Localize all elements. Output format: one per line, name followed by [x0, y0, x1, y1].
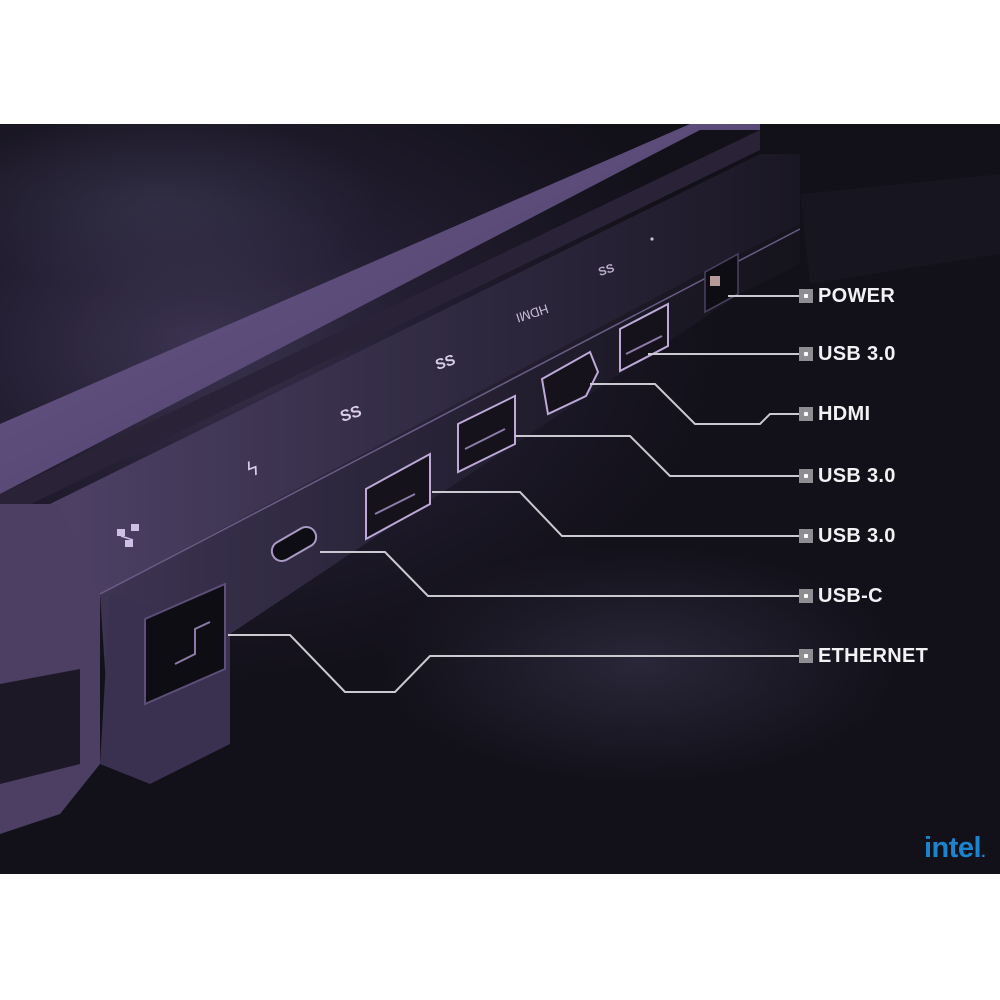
- callout-marker: [799, 649, 813, 663]
- callout-label-hdmi: HDMI: [818, 403, 871, 425]
- callout-label-ethernet: ETHERNET: [818, 645, 929, 667]
- callout-marker: [799, 289, 813, 303]
- ethernet-network-icon: [117, 524, 139, 547]
- product-photo: ϟ SS SS HDMI SS POWER USB 3.0 HDMI USB 3…: [0, 124, 1000, 874]
- callout-line-usb3-low: [432, 491, 800, 537]
- top-white-margin: [0, 0, 1000, 124]
- power-port: [704, 252, 739, 314]
- laptop-scene: ϟ SS SS HDMI SS: [0, 124, 1000, 834]
- usb-superspeed-icon: SS: [597, 261, 617, 279]
- callout-label-power: POWER: [818, 285, 896, 307]
- callout-lines: [228, 295, 800, 693]
- intel-logo: intel.: [924, 832, 986, 865]
- ethernet-port: [144, 582, 226, 706]
- status-led: [650, 237, 654, 241]
- smoke-haze: [0, 124, 380, 294]
- callout-label-usb-c: USB-C: [818, 585, 883, 607]
- usb-a-port-2: [457, 394, 516, 474]
- usb-superspeed-icon: SS: [338, 403, 364, 426]
- callout-line-hdmi: [590, 383, 800, 425]
- usb-a-port-3: [619, 302, 669, 373]
- callout-marker: [799, 407, 813, 421]
- rear-top-surface: [50, 154, 800, 594]
- edge-highlight: [99, 228, 801, 595]
- callout-label-usb3-1: USB 3.0: [818, 343, 896, 365]
- intel-logo-text: intel: [924, 832, 982, 864]
- intel-logo-dot: .: [981, 844, 986, 861]
- callout-line-ethernet: [228, 634, 800, 693]
- callout-line-usb3-mid: [515, 435, 800, 477]
- callout-marker: [799, 469, 813, 483]
- callout-label-usb3-3: USB 3.0: [818, 525, 896, 547]
- callout-label-usb3-2: USB 3.0: [818, 465, 896, 487]
- laptop-lid-underside: [0, 130, 760, 519]
- bottom-white-margin: [0, 874, 1000, 1000]
- usb-superspeed-icon: SS: [433, 351, 457, 373]
- left-exhaust-vent: [0, 669, 80, 784]
- callout-marker: [799, 529, 813, 543]
- callout-marker: [799, 589, 813, 603]
- usb-c-port: [270, 526, 318, 562]
- usb-a-port-1: [365, 452, 431, 541]
- callout-line-usb-c: [320, 551, 800, 597]
- smoke-haze: [380, 544, 900, 784]
- right-exhaust-vent: [800, 174, 1000, 284]
- callout-marker: [799, 347, 813, 361]
